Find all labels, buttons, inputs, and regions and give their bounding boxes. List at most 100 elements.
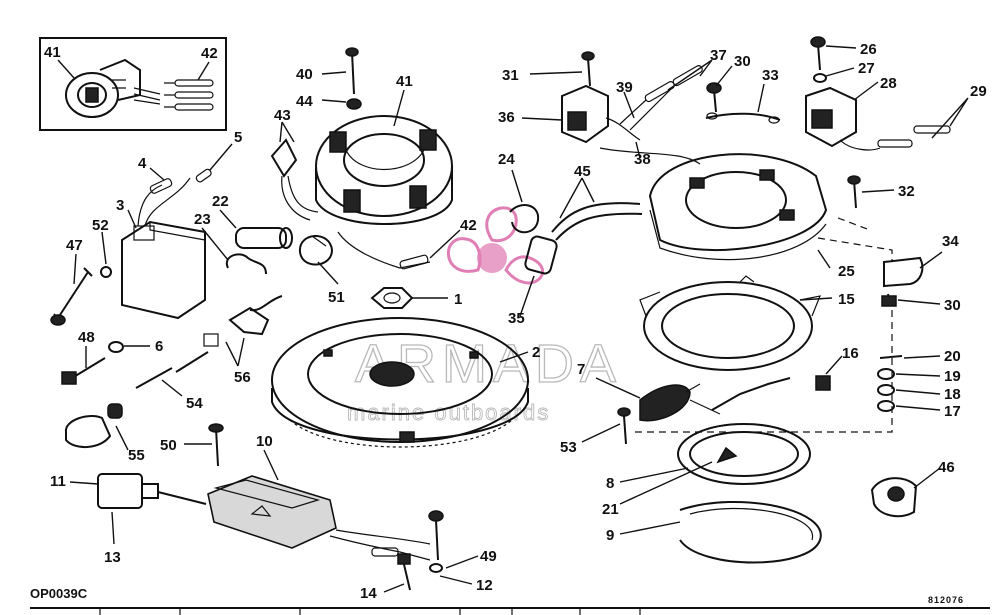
part-wire-harness bbox=[329, 529, 431, 561]
callout-28: 28 bbox=[880, 75, 897, 92]
callout-30-top: 30 bbox=[734, 53, 751, 70]
part-bracket-46 bbox=[870, 477, 918, 518]
callout-2: 2 bbox=[532, 344, 540, 361]
callout-32: 32 bbox=[898, 183, 915, 200]
callout-31: 31 bbox=[502, 67, 519, 84]
watermark: ARMADA marine outboards bbox=[347, 206, 617, 425]
callout-50: 50 bbox=[160, 437, 177, 454]
callout-5: 5 bbox=[234, 129, 242, 146]
part-washer-27 bbox=[813, 73, 827, 83]
callout-54: 54 bbox=[186, 395, 203, 412]
callout-33: 33 bbox=[762, 67, 779, 84]
part-arm-7 bbox=[639, 383, 721, 422]
callout-24: 24 bbox=[498, 151, 515, 168]
part-plate-34 bbox=[883, 256, 924, 288]
callout-41-inset: 41 bbox=[44, 44, 61, 61]
callout-48: 48 bbox=[78, 329, 95, 346]
part-connector-11 bbox=[97, 473, 207, 509]
callout-15: 15 bbox=[838, 291, 855, 308]
part-clip-24 bbox=[509, 204, 540, 234]
part-spark-leads bbox=[149, 168, 212, 194]
part-screw-30b bbox=[881, 293, 897, 307]
part-ring-9 bbox=[679, 500, 822, 564]
callout-38: 38 bbox=[634, 151, 651, 168]
part-link-16 bbox=[711, 375, 831, 411]
callout-35: 35 bbox=[508, 310, 525, 327]
callout-53: 53 bbox=[560, 439, 577, 456]
callout-51: 51 bbox=[328, 289, 345, 306]
callout-55: 55 bbox=[128, 447, 145, 464]
part-screw-26 bbox=[810, 36, 826, 71]
callout-46: 46 bbox=[938, 459, 955, 476]
callout-11: 11 bbox=[50, 473, 66, 490]
part-capacitor-22 bbox=[235, 227, 293, 249]
callout-22: 22 bbox=[212, 193, 229, 210]
part-hose-45 bbox=[551, 202, 643, 241]
part-wire-38 bbox=[599, 147, 701, 165]
callout-26: 26 bbox=[860, 41, 877, 58]
part-pins-54 bbox=[135, 351, 209, 389]
callout-42-inset: 42 bbox=[201, 45, 218, 62]
callout-7: 7 bbox=[577, 361, 585, 378]
callout-42: 42 bbox=[460, 217, 477, 234]
callout-37: 37 bbox=[710, 47, 727, 64]
callout-9: 9 bbox=[606, 527, 614, 544]
callout-16: 16 bbox=[842, 345, 859, 362]
part-ignition-coil bbox=[121, 177, 206, 320]
callout-4: 4 bbox=[138, 155, 147, 172]
callout-34: 34 bbox=[942, 233, 959, 250]
part-boot-55 bbox=[65, 403, 123, 448]
part-leads-42 bbox=[337, 231, 431, 270]
part-screw-53 bbox=[617, 407, 631, 445]
callout-44: 44 bbox=[296, 93, 313, 110]
callout-20: 20 bbox=[944, 348, 961, 365]
callout-17: 17 bbox=[944, 403, 961, 420]
callout-labels: 1 2 3 4 5 6 7 8 9 10 11 12 13 14 15 16 1… bbox=[50, 41, 987, 602]
part-washer-6 bbox=[108, 341, 124, 353]
part-pin-14 bbox=[397, 553, 411, 591]
part-flywheel-2 bbox=[271, 317, 529, 448]
part-screw-12 bbox=[428, 510, 444, 573]
assembly-guides bbox=[632, 217, 893, 433]
callout-3: 3 bbox=[116, 197, 124, 214]
callout-45: 45 bbox=[574, 163, 591, 180]
leader-lines bbox=[69, 45, 969, 593]
part-bolt-47 bbox=[50, 267, 93, 326]
callout-49: 49 bbox=[480, 548, 497, 565]
drawing-number: 812076 bbox=[928, 595, 964, 605]
part-hardware-17-20 bbox=[877, 355, 903, 412]
callout-41: 41 bbox=[396, 73, 413, 90]
callout-52: 52 bbox=[92, 217, 109, 234]
part-screw-50 bbox=[208, 423, 224, 467]
part-nut-1 bbox=[370, 287, 414, 309]
part-washer-52 bbox=[100, 266, 112, 278]
callout-56: 56 bbox=[234, 369, 251, 386]
callout-36: 36 bbox=[498, 109, 515, 126]
bottom-frame bbox=[30, 607, 990, 615]
callout-1: 1 bbox=[454, 291, 462, 308]
part-washer-44 bbox=[346, 98, 362, 110]
part-hose-56 bbox=[203, 295, 283, 347]
part-strap-33 bbox=[705, 112, 781, 124]
callout-40: 40 bbox=[296, 66, 313, 83]
part-screw-40 bbox=[345, 47, 359, 95]
callout-43: 43 bbox=[274, 107, 291, 124]
callout-23: 23 bbox=[194, 211, 211, 228]
callout-39: 39 bbox=[616, 79, 633, 96]
callout-10: 10 bbox=[256, 433, 273, 450]
part-bolt-48 bbox=[61, 357, 106, 385]
part-power-pack-10 bbox=[207, 475, 337, 549]
callout-47: 47 bbox=[66, 237, 83, 254]
callout-29: 29 bbox=[970, 83, 987, 100]
figure-code: OP0039C bbox=[30, 586, 88, 601]
part-cam-plate-8 bbox=[677, 423, 811, 485]
part-clamp-51 bbox=[298, 235, 334, 266]
part-leads-43 bbox=[270, 138, 319, 221]
part-clip-23 bbox=[225, 253, 267, 275]
callout-27: 27 bbox=[858, 60, 875, 77]
inset-detail: 41 42 bbox=[39, 37, 227, 131]
part-sensor-36 bbox=[561, 84, 641, 144]
part-plug-35 bbox=[524, 235, 558, 275]
part-stator-41 bbox=[315, 115, 453, 225]
